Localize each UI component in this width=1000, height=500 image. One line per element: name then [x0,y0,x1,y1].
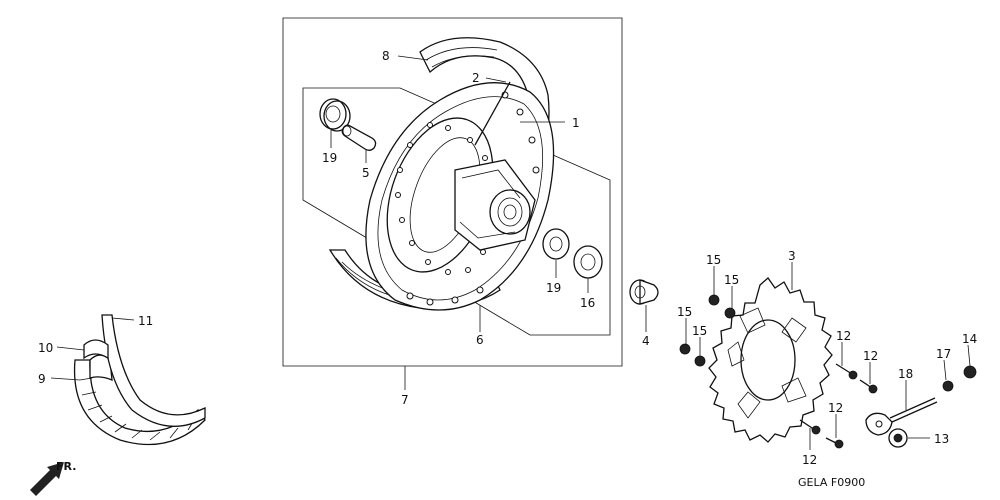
direction-label: FR. [56,460,76,473]
callout-15-a: 15 [706,253,721,267]
distance-collar [341,124,377,151]
oil-seal [573,245,603,279]
nut-13 [963,365,977,379]
sprocket-nuts [679,294,736,367]
diagram-code: GELA F0900 [798,476,865,489]
callout-17: 17 [936,347,951,361]
callout-12-b: 12 [863,349,878,363]
callout-2: 2 [472,71,480,85]
chain-adjuster [865,397,938,436]
callout-9: 9 [38,372,46,386]
callout-labels: 8 2 1 19 5 19 16 6 7 4 3 11 10 9 15 15 1… [38,49,977,467]
callout-15-b: 15 [724,273,739,287]
tire [73,314,206,446]
callout-12-a: 12 [836,329,851,343]
callout-11: 11 [138,314,153,328]
hub-bracket [302,87,611,336]
bearing-upper [319,98,351,132]
callout-16: 16 [580,296,595,310]
sprocket-bolts [799,363,878,449]
callout-12-c: 12 [828,401,843,415]
callout-13: 14 [962,332,977,346]
side-collar [629,279,659,305]
callout-19-lower: 19 [546,281,561,295]
callout-15-d: 15 [692,324,707,338]
callout-6: 6 [476,333,484,347]
adjuster-nut-14 [888,428,908,448]
spoke-holes [395,122,488,275]
callout-18: 18 [898,367,913,381]
driven-sprocket [708,277,833,443]
callout-8: 8 [382,49,390,63]
front-direction-arrow [30,462,64,496]
callout-7: 7 [401,393,409,407]
bearing-lower [542,228,570,260]
nut-17 [942,380,954,392]
callout-10: 10 [38,341,53,355]
hub-body [454,159,536,251]
callout-4: 4 [642,334,650,348]
rim-holes [406,91,540,306]
leader-lines [50,55,971,450]
callout-1: 1 [572,116,580,130]
callout-5: 5 [362,166,370,180]
spoke [474,81,511,146]
callout-3: 3 [788,249,796,263]
tube [83,339,109,360]
callout-12-d: 12 [802,453,817,467]
wheel-assembly-bracket [282,17,623,367]
callout-14: 13 [934,432,949,446]
callout-19-upper: 19 [322,151,337,165]
callout-15-c: 15 [677,305,692,319]
